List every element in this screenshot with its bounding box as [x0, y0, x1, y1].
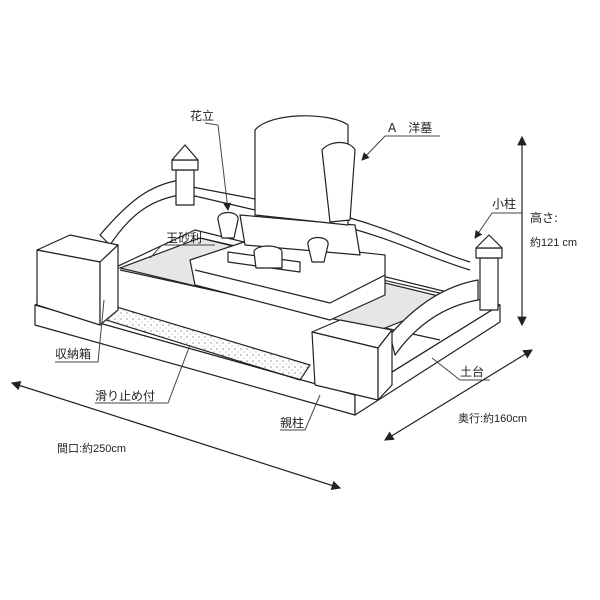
width-arrow	[10, 380, 342, 491]
right-small-pillar	[475, 234, 503, 311]
label-storage-box: 収納箱	[55, 346, 91, 361]
western-grave-stone	[189, 115, 386, 321]
label-main-pillar: 親柱	[280, 415, 304, 430]
label-foundation: 土台	[460, 364, 484, 379]
label-height-value: 約121 cm	[530, 235, 577, 249]
label-flower-vase: 花立	[190, 108, 214, 123]
label-gravel: 玉砂利	[166, 231, 202, 245]
flower-vases	[217, 211, 329, 263]
storage-box	[36, 234, 119, 326]
label-width: 間口:約250cm	[57, 441, 126, 455]
right-fence	[349, 217, 479, 356]
label-western-grave: A 洋墓	[388, 120, 432, 135]
label-depth: 奥行:約160cm	[458, 411, 527, 425]
label-anti-slip: 滑り止め付	[95, 389, 155, 403]
label-small-pillar: 小柱	[492, 196, 516, 211]
depth-arrow	[383, 349, 534, 441]
label-height: 高さ:	[530, 210, 558, 225]
left-small-pillar	[171, 144, 199, 206]
